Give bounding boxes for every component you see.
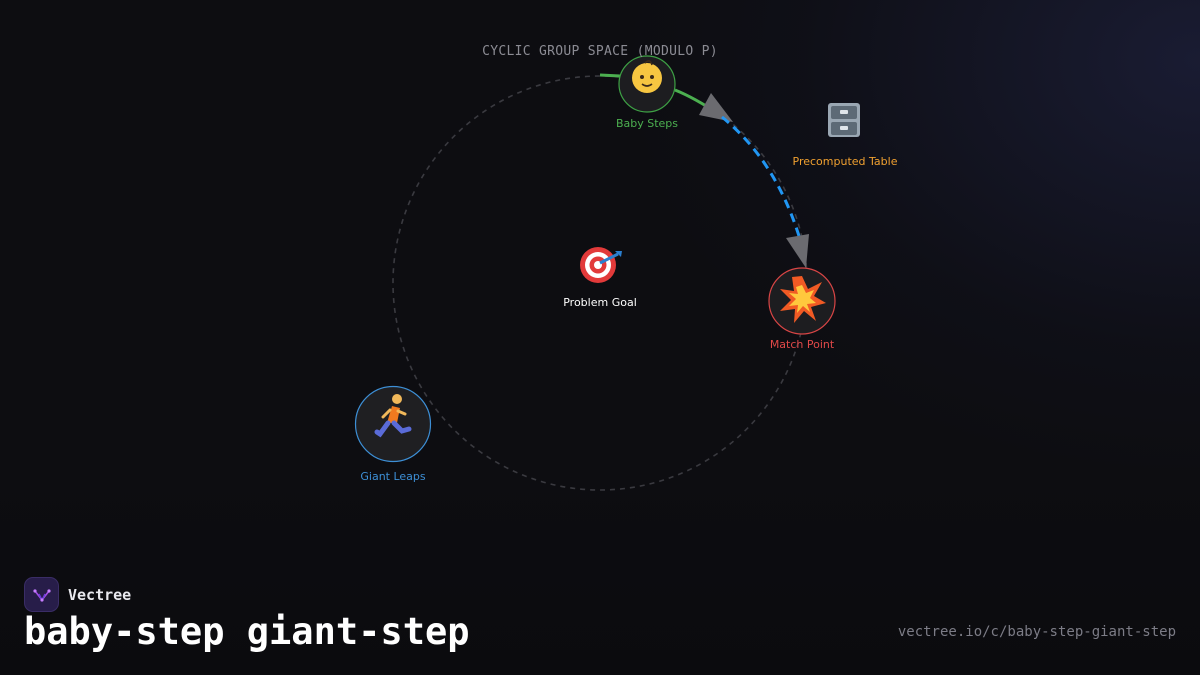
precomputed-table-label: Precomputed Table [792, 155, 898, 168]
runner-emoji [374, 394, 412, 438]
target-emoji [580, 247, 622, 283]
baby-emoji [632, 60, 662, 93]
giant-leaps-label: Giant Leaps [360, 470, 426, 483]
problem-goal-label: Problem Goal [563, 296, 637, 309]
giant-leaps-arrowhead [786, 234, 809, 268]
page-title: baby-step giant-step [24, 610, 470, 653]
baby-steps-arrowhead [699, 93, 733, 122]
baby-steps-path [599, 73, 621, 78]
baby-steps-label: Baby Steps [615, 117, 679, 130]
brand-name: Vectree [68, 585, 132, 604]
match-point-label: Match Point [769, 338, 835, 351]
source-url[interactable]: vectree.io/c/baby-step-giant-step [897, 624, 1176, 640]
vectree-logo-icon [24, 577, 59, 612]
cyclic-group-space-label: CYCLIC GROUP SPACE (MODULO P) [482, 44, 718, 59]
collision-emoji [780, 276, 826, 323]
file-cabinet-emoji [828, 103, 860, 137]
brand: Vectree [24, 577, 131, 612]
giant-leaps-path [721, 115, 801, 237]
